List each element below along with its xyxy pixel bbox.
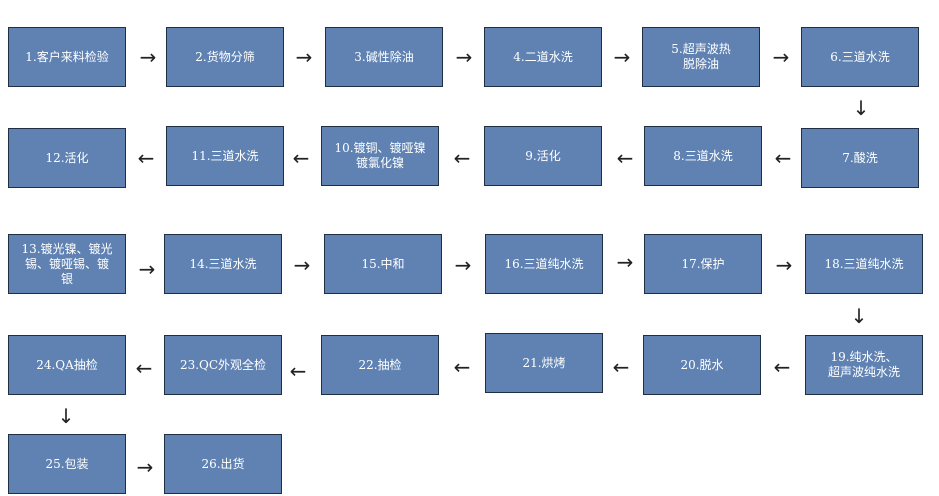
arrow-right-icon: →: [138, 257, 156, 281]
step-23-box: 23.QC外观全检: [164, 335, 282, 395]
step-16-box: 16.三道纯水洗: [485, 234, 603, 294]
arrow-down-icon: ↓: [852, 96, 870, 120]
arrow-left-icon: ←: [773, 355, 791, 379]
step-22-box: 22.抽检: [321, 335, 439, 395]
step-4-box: 4.二道水洗: [484, 27, 602, 87]
step-26-box: 26.出货: [164, 434, 282, 494]
arrow-left-icon: ←: [612, 355, 630, 379]
step-15-box: 15.中和: [324, 234, 442, 294]
arrow-right-icon: →: [295, 45, 313, 69]
arrow-right-icon: →: [455, 45, 473, 69]
arrow-left-icon: ←: [453, 146, 471, 170]
arrow-left-icon: ←: [616, 146, 634, 170]
arrow-right-icon: →: [613, 45, 631, 69]
arrow-left-icon: ←: [292, 146, 310, 170]
step-18-box: 18.三道纯水洗: [805, 234, 923, 294]
arrow-right-icon: →: [293, 253, 311, 277]
arrow-right-icon: →: [454, 253, 472, 277]
arrow-left-icon: ←: [289, 359, 307, 383]
arrow-right-icon: →: [775, 253, 793, 277]
step-20-box: 20.脱水: [643, 335, 761, 395]
arrow-left-icon: ←: [453, 355, 471, 379]
arrow-right-icon: →: [136, 455, 154, 479]
step-5-box: 5.超声波热 脱除油: [642, 27, 760, 87]
arrow-right-icon: →: [772, 45, 790, 69]
step-10-box: 10.镀铜、镀哑镍 镀氯化镍: [321, 126, 439, 186]
step-7-box: 7.酸洗: [801, 128, 919, 188]
step-13-box: 13.镀光镍、镀光 锡、镀哑锡、镀 银: [8, 234, 126, 294]
step-9-box: 9.活化: [484, 126, 602, 186]
arrow-right-icon: →: [139, 45, 157, 69]
step-3-box: 3.碱性除油: [325, 27, 443, 87]
arrow-left-icon: ←: [135, 356, 153, 380]
arrow-right-icon: →: [616, 250, 634, 274]
step-17-box: 17.保护: [644, 234, 762, 294]
step-8-box: 8.三道水洗: [644, 126, 762, 186]
arrow-down-icon: ↓: [57, 404, 75, 428]
arrow-left-icon: ←: [774, 146, 792, 170]
step-6-box: 6.三道水洗: [801, 27, 919, 87]
step-21-box: 21.烘烤: [485, 333, 603, 393]
step-12-box: 12.活化: [8, 128, 126, 188]
step-14-box: 14.三道水洗: [164, 234, 282, 294]
step-2-box: 2.货物分筛: [166, 27, 284, 87]
arrow-left-icon: ←: [137, 146, 155, 170]
step-25-box: 25.包装: [8, 434, 126, 494]
step-1-box: 1.客户来料检验: [8, 27, 126, 87]
step-11-box: 11.三道水洗: [166, 126, 284, 186]
step-24-box: 24.QA抽检: [8, 335, 126, 395]
arrow-down-icon: ↓: [850, 304, 868, 328]
step-19-box: 19.纯水洗、 超声波纯水洗: [805, 335, 923, 395]
